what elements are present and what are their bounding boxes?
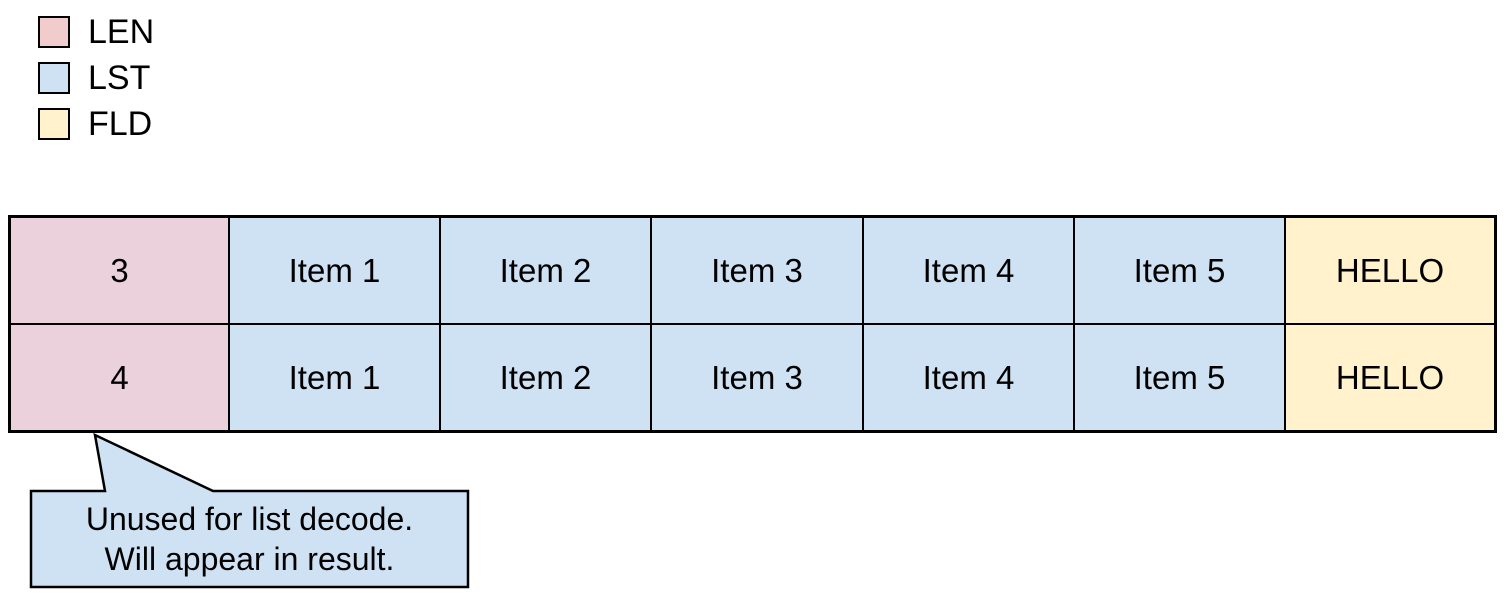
table-cell-len: 3 — [10, 217, 229, 324]
callout-bubble-path — [29, 432, 470, 589]
callout-line-1: Unused for list decode. — [85, 501, 414, 537]
table-cell-lst: Item 5 — [1074, 324, 1285, 431]
callout-text: Unused for list decode. Will appear in r… — [31, 491, 468, 587]
table-cell-lst: Item 3 — [651, 324, 863, 431]
legend-item-len: LEN — [38, 13, 155, 51]
callout-shape — [29, 432, 470, 589]
lst-swatch — [38, 62, 70, 94]
table-cell-lst: Item 4 — [863, 324, 1074, 431]
fld-swatch — [38, 108, 70, 140]
table-cell-fld: HELLO — [1285, 324, 1495, 431]
table-cell-lst: Item 2 — [440, 324, 651, 431]
legend-item-lst: LST — [38, 59, 154, 97]
table-cell-lst: Item 2 — [440, 217, 651, 324]
table-cell-lst: Item 3 — [651, 217, 863, 324]
len-swatch — [38, 16, 70, 48]
legend: LEN LST FLD — [38, 13, 155, 143]
table-cell-lst: Item 1 — [229, 217, 440, 324]
table-cell-lst: Item 5 — [1074, 217, 1285, 324]
legend-label-fld: FLD — [88, 105, 153, 143]
table-cell-lst: Item 1 — [229, 324, 440, 431]
table-cell-len: 4 — [10, 324, 229, 431]
legend-label-lst: LST — [88, 59, 151, 97]
legend-item-fld: FLD — [38, 105, 154, 143]
table-cell-lst: Item 4 — [863, 217, 1074, 324]
legend-label-len: LEN — [88, 13, 155, 51]
table-cell-fld: HELLO — [1285, 217, 1495, 324]
callout-line-2: Will appear in result. — [104, 541, 395, 577]
byte-table: 3 Item 1 Item 2 Item 3 Item 4 Item 5 HEL… — [8, 215, 1497, 433]
callout-bubble: Unused for list decode. Will appear in r… — [29, 431, 473, 591]
